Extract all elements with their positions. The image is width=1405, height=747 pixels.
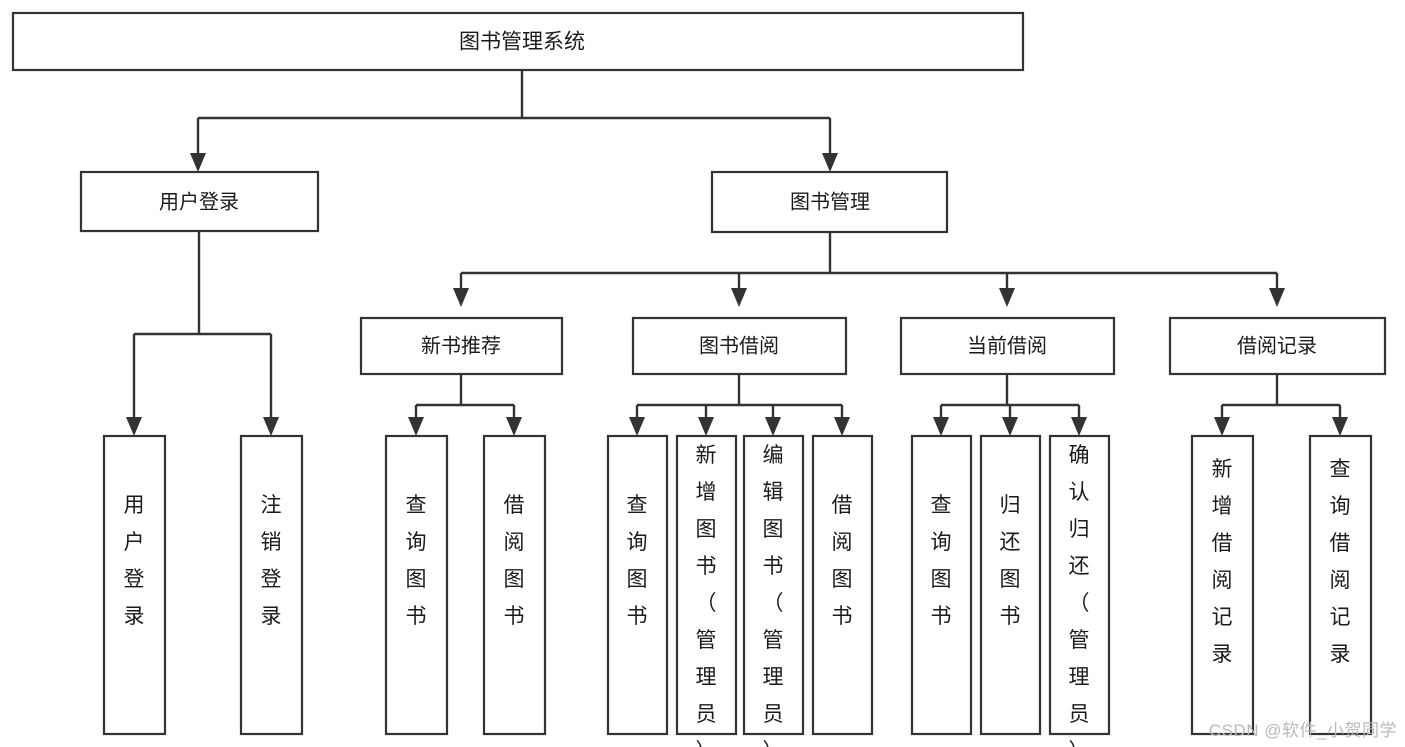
- leaf-logout-login-box[interactable]: [239, 434, 304, 736]
- connector-group-root: [190, 70, 838, 172]
- node-new-book-recommend-label: 新书推荐: [421, 334, 501, 357]
- leaf-add-record-label: 新增借阅记录: [1212, 458, 1233, 666]
- leaf-user-login[interactable]: 用户登录: [102, 434, 167, 736]
- arrow-bb-leaf-4: [834, 417, 850, 436]
- node-current-borrow-box[interactable]: [899, 316, 1116, 376]
- node-current-borrow-label: 当前借阅: [967, 334, 1047, 357]
- arrow-bb-leaf-2: [698, 417, 714, 436]
- leaf-logout-login-label: 注销登录: [261, 494, 282, 628]
- connector-group-book-borrow: [629, 374, 850, 436]
- leaf-query-book-3[interactable]: 查询图书: [910, 434, 973, 736]
- arrow-cb-leaf-3: [1071, 417, 1087, 436]
- leaf-query-book-3-box[interactable]: [910, 434, 973, 736]
- leaf-query-book-2[interactable]: 查询图书: [606, 434, 669, 736]
- node-book-borrow-label: 图书借阅: [699, 334, 779, 357]
- leaf-edit-book-label: 编辑图书（管理员）: [763, 444, 784, 747]
- leaf-add-book[interactable]: 新增图书（管理员）: [675, 434, 738, 747]
- leaf-query-book-1-box[interactable]: [384, 434, 449, 736]
- leaf-add-record[interactable]: 新增借阅记录: [1190, 434, 1255, 736]
- node-root[interactable]: 图书管理系统: [11, 11, 1025, 72]
- leaf-confirm-return-box[interactable]: [1048, 434, 1111, 736]
- arrow-bm-to-book-borrow: [731, 288, 747, 307]
- connector-group-user-login: [126, 231, 279, 436]
- node-book-borrow[interactable]: 图书借阅: [631, 316, 848, 376]
- leaf-logout-login[interactable]: 注销登录: [239, 434, 304, 736]
- node-user-login-box[interactable]: [79, 170, 320, 233]
- node-new-book-recommend-box[interactable]: [359, 316, 564, 376]
- csdn-watermark: CSDN @软件_小贺同学: [1208, 721, 1397, 740]
- node-borrow-record-box[interactable]: [1168, 316, 1387, 376]
- node-book-manage[interactable]: 图书管理: [710, 170, 949, 234]
- arrow-nb-leaf-1: [408, 417, 424, 436]
- node-root-label: 图书管理系统: [459, 31, 585, 54]
- node-borrow-record-label: 借阅记录: [1237, 334, 1317, 357]
- arrow-br-leaf-2: [1332, 417, 1348, 436]
- leaf-return-book-box[interactable]: [979, 434, 1042, 736]
- leaf-query-record-box[interactable]: [1308, 434, 1373, 736]
- leaf-borrow-book-1[interactable]: 借阅图书: [482, 434, 547, 736]
- node-user-login-label: 用户登录: [159, 190, 239, 213]
- leaf-edit-book-box[interactable]: [742, 434, 805, 736]
- leaf-query-record-label: 查询借阅记录: [1330, 458, 1351, 666]
- arrow-bm-to-borrow-record: [1269, 288, 1285, 307]
- leaf-query-record[interactable]: 查询借阅记录: [1308, 434, 1373, 736]
- arrow-root-to-book-manage: [822, 153, 838, 172]
- leaf-return-book-label: 归还图书: [1000, 494, 1021, 628]
- leaf-borrow-book-2-label: 借阅图书: [832, 494, 853, 628]
- arrow-cb-leaf-2: [1002, 417, 1018, 436]
- connector-group-book-manage: [453, 232, 1285, 307]
- node-root-box[interactable]: [11, 11, 1025, 72]
- arrow-bb-leaf-3: [765, 417, 781, 436]
- leaf-confirm-return[interactable]: 确认归还（管理员）: [1048, 434, 1111, 747]
- connector-group-borrow-record: [1214, 374, 1348, 436]
- arrow-bm-to-current-borrow: [999, 288, 1015, 307]
- leaf-return-book[interactable]: 归还图书: [979, 434, 1042, 736]
- leaf-add-book-label: 新增图书（管理员）: [696, 444, 717, 747]
- leaf-borrow-book-2-box[interactable]: [811, 434, 874, 736]
- node-borrow-record[interactable]: 借阅记录: [1168, 316, 1387, 376]
- node-book-borrow-box[interactable]: [631, 316, 848, 376]
- arrow-nb-leaf-2: [506, 417, 522, 436]
- node-new-book-recommend[interactable]: 新书推荐: [359, 316, 564, 376]
- leaf-user-login-label: 用户登录: [124, 494, 145, 628]
- arrow-root-to-user-login: [190, 153, 206, 172]
- arrow-br-leaf-1: [1214, 417, 1230, 436]
- connector-group-new-book: [408, 374, 522, 436]
- node-book-manage-label: 图书管理: [790, 190, 870, 213]
- arrow-user-login-leaf-2: [263, 417, 279, 436]
- arrow-bb-leaf-1: [629, 417, 645, 436]
- leaf-query-book-1-label: 查询图书: [406, 494, 427, 628]
- leaf-add-book-box[interactable]: [675, 434, 738, 736]
- arrow-cb-leaf-1: [933, 417, 949, 436]
- node-current-borrow[interactable]: 当前借阅: [899, 316, 1116, 376]
- connector-group-current-borrow: [933, 374, 1087, 436]
- leaf-add-record-box[interactable]: [1190, 434, 1255, 736]
- arrow-user-login-leaf-1: [126, 417, 142, 436]
- leaf-borrow-book-2[interactable]: 借阅图书: [811, 434, 874, 736]
- leaf-borrow-book-1-box[interactable]: [482, 434, 547, 736]
- node-user-login[interactable]: 用户登录: [79, 170, 320, 233]
- leaf-query-book-1[interactable]: 查询图书: [384, 434, 449, 736]
- leaf-borrow-book-1-label: 借阅图书: [504, 494, 525, 628]
- leaf-edit-book[interactable]: 编辑图书（管理员）: [742, 434, 805, 747]
- node-book-manage-box[interactable]: [710, 170, 949, 234]
- arrow-bm-to-new-book: [453, 288, 469, 307]
- leaf-user-login-box[interactable]: [102, 434, 167, 736]
- leaf-query-book-2-box[interactable]: [606, 434, 669, 736]
- leaf-confirm-return-label: 确认归还（管理员）: [1069, 444, 1090, 747]
- leaf-query-book-2-label: 查询图书: [627, 494, 648, 628]
- leaf-query-book-3-label: 查询图书: [931, 494, 952, 628]
